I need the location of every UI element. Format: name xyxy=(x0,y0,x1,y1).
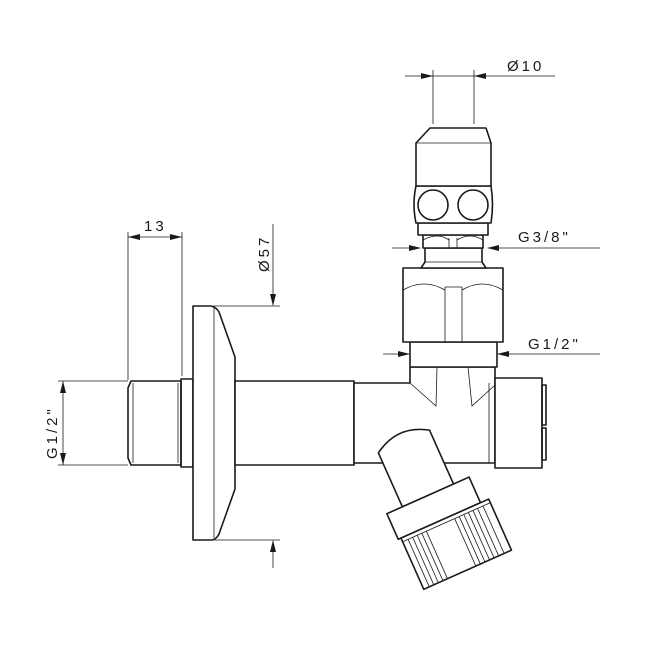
compression-nut xyxy=(402,267,504,343)
pipe xyxy=(234,380,355,466)
dim-inlet-thread: G1/2" xyxy=(44,380,128,466)
dim-label-inlet-thread: G1/2" xyxy=(44,406,61,459)
dim-label-outlet-thread: G3/8" xyxy=(518,229,571,246)
dim-thread-length: 13 xyxy=(127,218,183,380)
outlet-neck xyxy=(417,222,489,269)
dim-inlet-upper-thread: G1/2" xyxy=(383,336,600,357)
dim-label-inlet-upper-thread: G1/2" xyxy=(528,336,581,353)
wall-flange xyxy=(192,305,236,541)
valve-handle xyxy=(413,127,494,224)
dim-outlet-thread: G3/8" xyxy=(392,229,600,251)
dim-label-thread-length: 13 xyxy=(144,218,167,235)
dim-flange-diameter: Ø57 xyxy=(213,224,280,568)
inlet-thread xyxy=(127,378,194,468)
handle-hole-left xyxy=(417,189,449,221)
dim-label-outlet-diameter: Ø10 xyxy=(507,58,544,75)
dim-outlet-diameter: Ø10 xyxy=(405,58,555,124)
strainer-branch xyxy=(377,428,513,591)
knurling xyxy=(407,505,505,587)
handle-hole-right xyxy=(457,189,489,221)
dim-label-flange-diameter: Ø57 xyxy=(256,235,273,272)
